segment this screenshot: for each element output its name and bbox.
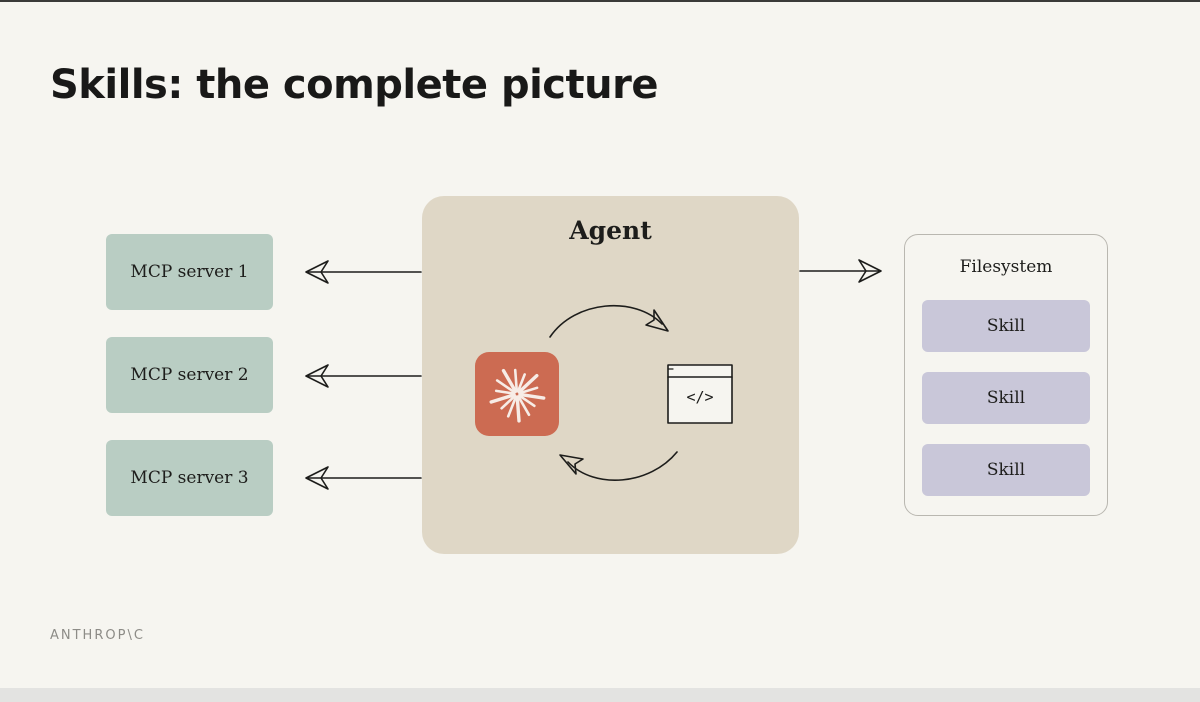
skill-label: Skill xyxy=(986,316,1026,336)
sunburst-ray xyxy=(516,373,526,393)
sunburst-ray xyxy=(506,395,518,418)
mcp-server-label: MCP server 2 xyxy=(130,365,249,385)
sunburst-ray xyxy=(518,386,539,395)
skill-label: Skill xyxy=(986,388,1026,408)
top-rule xyxy=(0,0,1200,2)
mcp-server-2-box: MCP server 2 xyxy=(106,337,273,413)
claude-logo-tile xyxy=(475,352,559,436)
bottom-band xyxy=(0,688,1200,702)
loop-arrow-bottom xyxy=(559,451,678,481)
sunburst-ray xyxy=(518,392,546,400)
mcp-server-label: MCP server 3 xyxy=(130,468,249,488)
skill-box: Skill xyxy=(922,300,1090,352)
svg-text:</>: </> xyxy=(686,388,713,406)
skill-box: Skill xyxy=(922,372,1090,424)
claude-sunburst-icon xyxy=(489,368,546,423)
sunburst-ray xyxy=(500,394,517,410)
mcp-server-3-box: MCP server 3 xyxy=(106,440,273,516)
sunburst-ray xyxy=(515,395,521,423)
skill-label: Skill xyxy=(986,460,1026,480)
arrow-to-mcp-server-1 xyxy=(305,260,422,284)
slide-title: Skills: the complete picture xyxy=(50,62,658,108)
agent-box: Agent xyxy=(422,196,799,554)
mcp-server-label: MCP server 1 xyxy=(130,262,249,282)
filesystem-label: Filesystem xyxy=(959,257,1053,277)
mcp-server-1-box: MCP server 1 xyxy=(106,234,273,310)
sunburst-ray xyxy=(517,395,531,417)
arrow-to-mcp-server-2 xyxy=(305,364,422,388)
sunburst-ray xyxy=(494,389,516,395)
skill-box: Skill xyxy=(922,444,1090,496)
arrow-to-filesystem xyxy=(799,259,882,283)
arrow-to-mcp-server-3 xyxy=(305,466,422,490)
sunburst-ray xyxy=(501,368,518,394)
anthropic-wordmark: ANTHROP\C xyxy=(50,628,145,643)
sunburst-ray xyxy=(513,368,519,393)
sunburst-ray xyxy=(489,393,516,404)
sunburst-ray xyxy=(495,379,516,394)
loop-arrow-top xyxy=(549,304,669,338)
sunburst-ray xyxy=(518,394,536,408)
filesystem-box: Filesystem Skill Skill Skill xyxy=(904,234,1108,516)
agent-label: Agent xyxy=(569,216,652,245)
sunburst-ray xyxy=(517,373,539,394)
code-window-icon: </> xyxy=(667,364,733,424)
